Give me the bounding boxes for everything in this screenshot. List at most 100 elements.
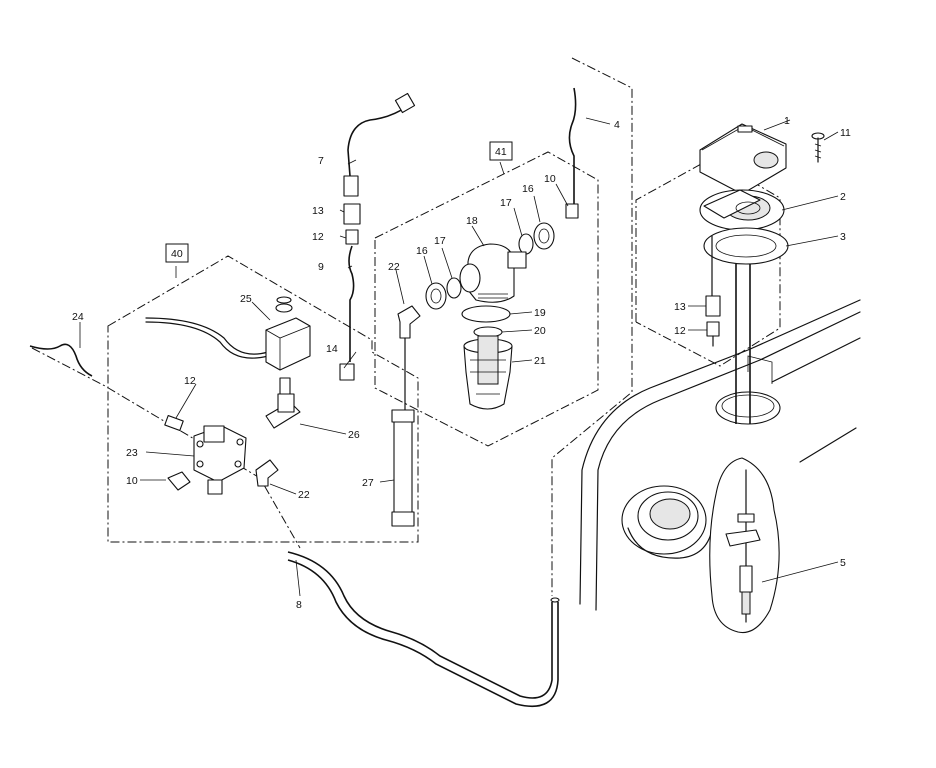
pump-23-bolt-a bbox=[196, 440, 204, 448]
sender-cover-slot bbox=[737, 125, 753, 133]
elbow-22-left bbox=[255, 459, 279, 487]
elbow-14 bbox=[339, 363, 355, 381]
filler-neck-ring bbox=[627, 527, 713, 559]
solenoid-wire-2 bbox=[145, 321, 269, 359]
sight-tube-27 bbox=[393, 419, 413, 517]
line-7-nut bbox=[394, 92, 416, 114]
assembly-41-box bbox=[489, 141, 513, 161]
filter-bowl-ribs bbox=[470, 359, 506, 395]
fitting-12-left bbox=[345, 229, 359, 245]
fuel-line-7 bbox=[347, 105, 409, 177]
tank-opening-inner bbox=[721, 394, 775, 418]
callout-12-right: 12 bbox=[674, 325, 686, 337]
sender-bracket-plate bbox=[703, 189, 761, 219]
callout-8: 8 bbox=[296, 599, 302, 611]
fitting-13-right bbox=[705, 295, 721, 317]
elbow-22-top bbox=[397, 305, 421, 339]
filter-head-threads bbox=[478, 293, 508, 299]
sender-cutaway bbox=[709, 457, 780, 634]
callout-25: 25 bbox=[240, 293, 252, 305]
leader-lines bbox=[79, 117, 839, 597]
callout-10-left: 10 bbox=[126, 475, 138, 487]
callout-1: 1 bbox=[784, 115, 790, 127]
sender-cover bbox=[699, 123, 787, 195]
callout-16-right: 16 bbox=[522, 183, 534, 195]
washer-17-left bbox=[446, 277, 462, 299]
assembly-41-outline bbox=[374, 151, 599, 447]
fuel-line-9 bbox=[348, 245, 355, 362]
callouts: 1 2 3 4 5 7 8 9 10 10 11 12 12 12 13 13 … bbox=[72, 115, 851, 611]
solenoid-25-washer bbox=[276, 296, 292, 304]
callout-13-left: 13 bbox=[312, 205, 324, 217]
solenoid-25 bbox=[265, 317, 311, 371]
nut-16-left bbox=[425, 282, 447, 310]
sender-gasket-inner bbox=[715, 234, 777, 258]
assembly-40-label: 40 bbox=[171, 248, 183, 260]
sender-outline bbox=[635, 157, 781, 367]
sender-gasket bbox=[703, 227, 789, 265]
pump-23-outlet bbox=[207, 479, 223, 495]
nut-16-left-inner bbox=[430, 288, 442, 304]
filter-head-outlet bbox=[507, 251, 527, 269]
nut-16-right bbox=[533, 222, 555, 250]
solenoid-25-top bbox=[265, 325, 311, 370]
callout-23: 23 bbox=[126, 447, 138, 459]
tank-inner-edge bbox=[771, 337, 861, 383]
callout-7: 7 bbox=[318, 155, 324, 167]
pump-23-bolt-d bbox=[234, 460, 242, 468]
screw-11 bbox=[811, 132, 825, 163]
line-8-route bbox=[31, 347, 301, 549]
fuel-line-24 bbox=[29, 343, 93, 377]
filler-neck-inner bbox=[649, 498, 691, 530]
callout-11: 11 bbox=[840, 127, 851, 139]
fitting-13-left bbox=[343, 203, 361, 225]
fuel-line-8-end bbox=[550, 597, 560, 603]
o-ring-19 bbox=[461, 305, 511, 323]
callout-12-left: 12 bbox=[312, 231, 324, 243]
sender-clip bbox=[737, 513, 755, 523]
callout-12-pump: 12 bbox=[184, 375, 196, 387]
sight-tube-nut-bottom bbox=[391, 511, 415, 527]
valve-26-body bbox=[277, 393, 295, 413]
sender-strainer bbox=[741, 591, 751, 615]
callout-14: 14 bbox=[326, 343, 338, 355]
pump-23-bolt-b bbox=[236, 438, 244, 446]
tank-top-edge-2 bbox=[579, 299, 861, 605]
solenoid-wire bbox=[145, 317, 269, 355]
fuel-line-8-inner bbox=[287, 559, 559, 708]
tank-top-edge bbox=[595, 311, 861, 611]
tank-opening bbox=[715, 391, 781, 425]
callout-3: 3 bbox=[840, 231, 846, 243]
filter-head-port bbox=[459, 263, 481, 293]
sender-cover-boss bbox=[753, 151, 779, 169]
fuel-line-4 bbox=[568, 87, 577, 206]
callout-21: 21 bbox=[534, 355, 546, 367]
assembly-40-outline bbox=[107, 255, 419, 543]
fitting-12-right bbox=[706, 321, 720, 337]
fitting-12-pump bbox=[164, 415, 184, 431]
callout-16-left: 16 bbox=[416, 245, 428, 257]
sender-bracket bbox=[725, 529, 761, 547]
callout-19: 19 bbox=[534, 307, 546, 319]
fuel-line-8 bbox=[287, 551, 553, 699]
callout-2: 2 bbox=[840, 191, 846, 203]
sight-tube-nut-top bbox=[391, 409, 415, 423]
pump-23-cap-body bbox=[203, 425, 225, 443]
tank-step bbox=[747, 355, 773, 384]
elbow-10-left bbox=[167, 471, 191, 491]
callout-13-right: 13 bbox=[674, 301, 686, 313]
callout-22-top: 22 bbox=[388, 261, 400, 273]
callout-20: 20 bbox=[534, 325, 546, 337]
callout-17-left: 17 bbox=[434, 235, 446, 247]
assembly-41-label: 41 bbox=[495, 146, 507, 158]
sender-filter bbox=[739, 565, 753, 593]
callout-27: 27 bbox=[362, 477, 374, 489]
pump-23-bolt-c bbox=[196, 460, 204, 468]
sender-flange-inner bbox=[735, 201, 761, 215]
nut-16-right-inner bbox=[538, 228, 550, 244]
callout-4: 4 bbox=[614, 119, 620, 131]
elbow-10-top bbox=[565, 203, 579, 219]
tank-rim-edge bbox=[799, 427, 857, 463]
